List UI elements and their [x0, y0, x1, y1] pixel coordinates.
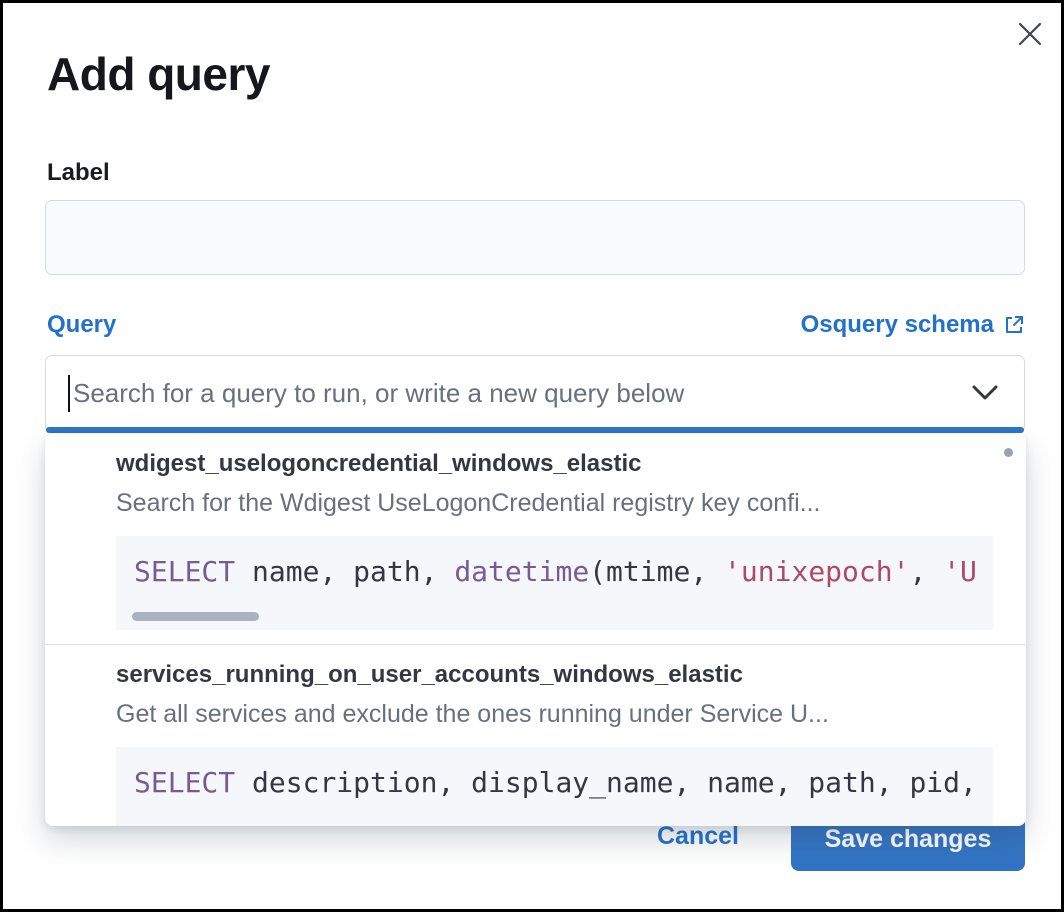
chevron-down-icon[interactable]	[970, 382, 1000, 404]
sql-token: ,	[909, 555, 944, 588]
page-title: Add query	[47, 48, 270, 100]
close-icon	[1017, 21, 1043, 47]
text-cursor	[68, 375, 70, 412]
query-search-input[interactable]	[71, 359, 951, 427]
option-description: Search for the Wdigest UseLogonCredentia…	[116, 489, 821, 517]
sql-token: SELECT	[134, 555, 236, 588]
sql-token: (mtime,	[589, 555, 725, 588]
query-field-label: Query	[47, 311, 117, 338]
option-title: wdigest_uselogoncredential_windows_elast…	[116, 450, 642, 477]
horizontal-scrollbar-thumb[interactable]	[132, 612, 259, 621]
query-suggestions-popover: wdigest_uselogoncredential_windows_elast…	[45, 434, 1026, 826]
panel-scrollbar-thumb[interactable]	[1004, 448, 1013, 457]
list-item-wdigest[interactable]: wdigest_uselogoncredential_windows_elast…	[45, 434, 1026, 644]
option-title: services_running_on_user_accounts_window…	[116, 661, 743, 688]
label-input[interactable]	[45, 200, 1025, 275]
sql-token: 'unixepoch'	[724, 555, 910, 588]
osquery-schema-link-label: Osquery schema	[800, 311, 994, 338]
cancel-button[interactable]: Cancel	[631, 809, 765, 863]
option-sql-snippet: SELECT name, path, datetime(mtime, 'unix…	[116, 536, 993, 630]
sql-token: name, path,	[235, 555, 455, 588]
sql-token: SELECT	[134, 766, 236, 799]
query-field-header: Query Osquery schema	[45, 311, 1025, 339]
option-divider	[45, 644, 1026, 645]
sql-token: description, display_name, name, path, p…	[235, 766, 977, 799]
osquery-schema-link[interactable]: Osquery schema	[801, 311, 1025, 339]
option-sql-snippet: SELECT description, display_name, name, …	[116, 747, 993, 826]
option-description: Get all services and exclude the ones ru…	[116, 700, 829, 728]
focus-indicator-bar	[46, 427, 1024, 433]
label-field-label: Label	[47, 159, 110, 186]
close-button[interactable]	[1013, 17, 1047, 51]
query-combobox[interactable]	[45, 355, 1025, 433]
external-link-icon	[1003, 314, 1025, 336]
sql-token: 'U	[943, 555, 977, 588]
sql-token: datetime	[454, 555, 590, 588]
list-item-services-running[interactable]: services_running_on_user_accounts_window…	[45, 645, 1026, 826]
